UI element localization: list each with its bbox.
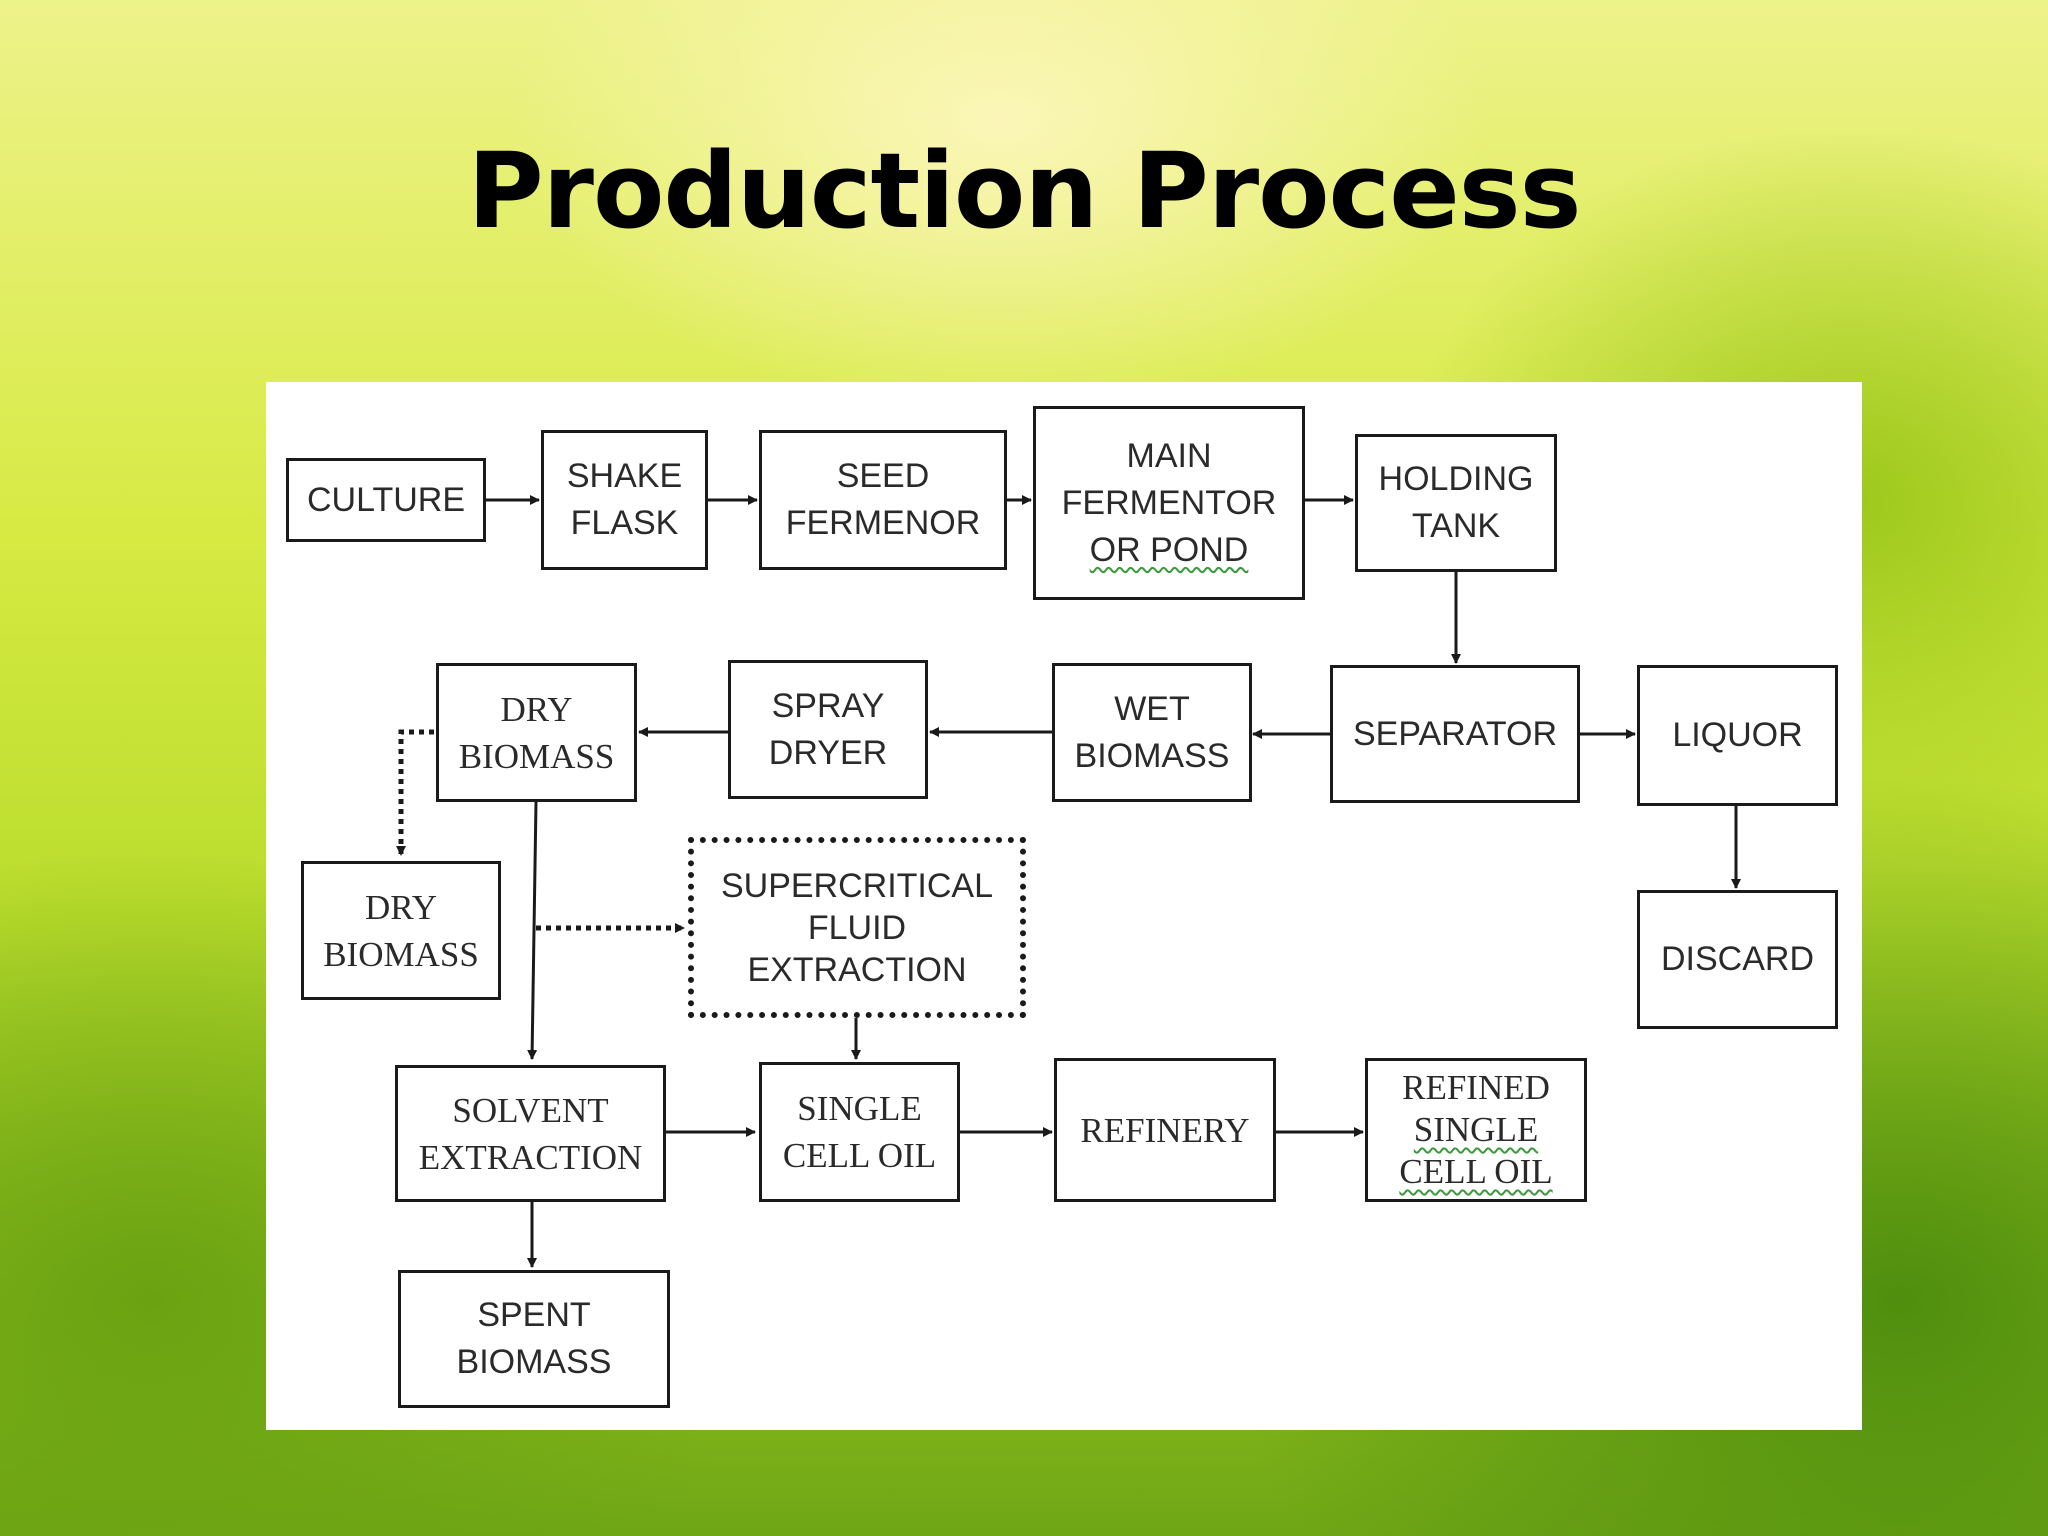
node-liquor: LIQUOR	[1637, 665, 1838, 806]
node-liquor-line-1: LIQUOR	[1672, 716, 1803, 754]
node-refinery-line-1: REFINERY	[1080, 1110, 1250, 1150]
node-dry-biomass-top-line-1: DRY	[500, 689, 573, 729]
node-seed-fermenor: SEED FERMENOR	[759, 430, 1007, 570]
edge-dry-biomass-to-solvent-extraction	[527, 801, 538, 1060]
node-dry-biomass-bottom: DRY BIOMASS	[301, 861, 501, 1000]
edge-dry-biomass-to-dry-biomass-dotted	[396, 729, 434, 856]
node-solvent-extraction-line-2: EXTRACTION	[418, 1137, 643, 1177]
node-shake-flask: SHAKE FLASK	[541, 430, 708, 570]
node-shake-flask-line-1: SHAKE	[566, 457, 683, 495]
node-single-cell-oil-line-2: CELL OIL	[782, 1136, 937, 1175]
node-solvent-extraction: SOLVENT EXTRACTION	[395, 1065, 666, 1202]
node-refinery: REFINERY	[1054, 1058, 1276, 1202]
node-dry-biomass-bottom-line-1: DRY	[365, 887, 437, 927]
node-seed-fermenor-line-1: SEED	[836, 457, 930, 495]
node-single-cell-oil-line-1: SINGLE	[797, 1089, 922, 1128]
node-supercritical-line-2: FLUID	[807, 908, 907, 947]
node-holding-tank-line-2: TANK	[1411, 507, 1501, 545]
node-refined-oil-line-3: CELL OIL	[1399, 1152, 1553, 1191]
node-separator: SEPARATOR	[1330, 665, 1580, 803]
node-wet-biomass: WET BIOMASS	[1052, 663, 1252, 802]
connector-layer	[396, 495, 1741, 1268]
node-supercritical-fluid-extraction: SUPERCRITICAL FLUID EXTRACTION	[688, 837, 1026, 1018]
node-spent-biomass-line-2: BIOMASS	[456, 1343, 612, 1381]
node-refined-oil-line-1: REFINED	[1402, 1068, 1550, 1107]
node-dry-biomass-top-line-2: BIOMASS	[458, 736, 615, 776]
node-separator-line-1: SEPARATOR	[1352, 714, 1558, 753]
node-main-fermentor-line-3: OR POND	[1089, 530, 1249, 569]
node-holding-tank: HOLDING TANK	[1355, 434, 1557, 572]
node-dry-biomass-bottom-line-2: BIOMASS	[323, 934, 479, 974]
node-refined-single-cell-oil: REFINED SINGLE CELL OIL	[1365, 1058, 1587, 1202]
node-wet-biomass-line-1: WET	[1114, 689, 1190, 728]
node-supercritical-line-3: EXTRACTION	[747, 950, 967, 989]
process-flow-diagram: CULTURE SHAKE FLASK SEED FERMENOR MAIN F…	[266, 382, 1862, 1430]
node-holding-tank-line-1: HOLDING	[1378, 460, 1534, 498]
node-discard: DISCARD	[1637, 890, 1838, 1029]
node-culture: CULTURE	[286, 458, 486, 542]
node-spent-biomass: SPENT BIOMASS	[398, 1270, 670, 1408]
node-main-fermentor-line-2: FERMENTOR	[1061, 483, 1277, 522]
node-spray-dryer-line-1: SPRAY	[771, 686, 885, 725]
node-main-fermentor: MAIN FERMENTOR OR POND	[1033, 406, 1305, 600]
node-single-cell-oil: SINGLE CELL OIL	[759, 1062, 960, 1202]
node-spray-dryer: SPRAY DRYER	[728, 660, 928, 799]
node-dry-biomass-top: DRY BIOMASS	[436, 663, 637, 802]
slide-title: Production Process	[467, 130, 1581, 252]
node-shake-flask-line-2: FLASK	[570, 504, 679, 542]
node-spray-dryer-line-2: DRYER	[768, 733, 888, 772]
node-seed-fermenor-line-2: FERMENOR	[785, 504, 981, 542]
node-solvent-extraction-line-1: SOLVENT	[452, 1090, 609, 1130]
node-culture-line-1: CULTURE	[306, 480, 466, 519]
node-refined-oil-line-2: SINGLE	[1413, 1110, 1539, 1149]
node-discard-line-1: DISCARD	[1660, 940, 1815, 978]
node-main-fermentor-line-1: MAIN	[1126, 436, 1212, 475]
node-wet-biomass-line-2: BIOMASS	[1074, 736, 1230, 775]
node-supercritical-line-1: SUPERCRITICAL	[720, 866, 994, 905]
node-spent-biomass-line-1: SPENT	[477, 1296, 591, 1334]
